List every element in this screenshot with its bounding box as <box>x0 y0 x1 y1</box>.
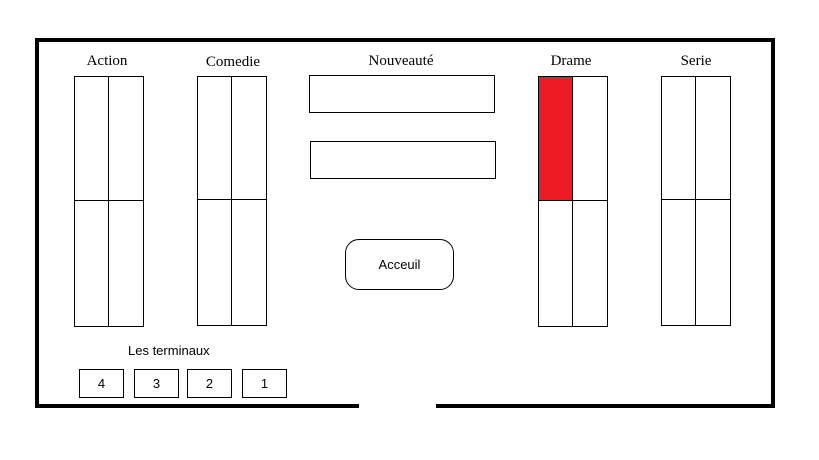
shelf-cell <box>198 77 232 200</box>
shelf-cell <box>109 201 143 326</box>
shelf-label-drame: Drame <box>550 53 592 69</box>
shelf-cell <box>662 77 696 200</box>
shelf-cell <box>573 201 607 326</box>
nouveaute-label: Nouveauté <box>368 53 434 69</box>
terminal-1: 1 <box>242 369 287 398</box>
nouveaute-table-top <box>309 75 495 113</box>
shelf-cell <box>75 77 109 201</box>
nouveaute-table-bottom <box>310 141 496 179</box>
shelf-serie <box>661 76 731 326</box>
shelf-cell <box>232 200 266 325</box>
shelf-cell <box>75 201 109 326</box>
shelf-cell <box>539 201 573 326</box>
wall-left <box>35 38 39 408</box>
wall-right <box>771 38 775 408</box>
shelf-comedie <box>197 76 267 326</box>
accueil-desk: Acceuil <box>345 239 454 290</box>
wall-bottom-left <box>35 404 359 408</box>
terminal-2: 2 <box>187 369 232 398</box>
shelf-cell <box>232 77 266 200</box>
terminal-4: 4 <box>79 369 124 398</box>
shelf-cell <box>696 200 730 325</box>
shelf-cell-highlighted <box>539 77 573 201</box>
shelf-drame <box>538 76 608 327</box>
shelf-label-serie: Serie <box>680 53 712 69</box>
terminal-3: 3 <box>134 369 179 398</box>
shelf-cell <box>109 77 143 201</box>
wall-top <box>35 38 775 42</box>
terminals-label: Les terminaux <box>128 343 210 358</box>
shelf-label-action: Action <box>86 53 128 69</box>
shelf-cell <box>696 77 730 200</box>
shelf-cell <box>662 200 696 325</box>
shelf-cell <box>198 200 232 325</box>
shelf-action <box>74 76 144 327</box>
shelf-label-comedie: Comedie <box>205 54 261 70</box>
wall-bottom-right <box>436 404 775 408</box>
shelf-cell <box>573 77 607 201</box>
